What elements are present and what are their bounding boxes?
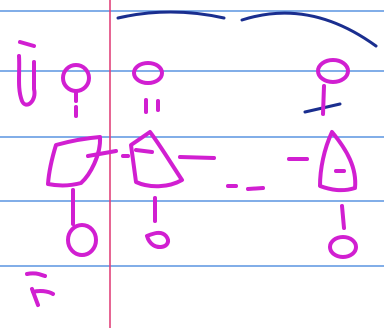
top-arc-left bbox=[118, 12, 224, 18]
ruled-lines bbox=[0, 11, 384, 266]
left-foot bbox=[68, 225, 96, 255]
bottom-mark-top bbox=[27, 273, 45, 276]
bottom-mark-tail bbox=[33, 291, 53, 294]
y-glyph-top bbox=[20, 42, 34, 46]
top-arc-right bbox=[242, 13, 376, 46]
bridge-dash-2 bbox=[248, 188, 263, 189]
middle-body bbox=[131, 132, 182, 186]
left-body bbox=[48, 137, 100, 185]
left-head bbox=[63, 65, 89, 91]
right-neck bbox=[323, 86, 324, 114]
middle-foot bbox=[147, 233, 168, 247]
middle-head bbox=[134, 63, 162, 83]
left-arm bbox=[88, 151, 116, 156]
right-foot bbox=[330, 237, 356, 257]
right-body bbox=[320, 132, 355, 190]
middle-arm bbox=[180, 157, 214, 158]
middle-inner bbox=[136, 150, 152, 152]
right-leg bbox=[342, 206, 344, 228]
y-glyph bbox=[19, 56, 35, 105]
